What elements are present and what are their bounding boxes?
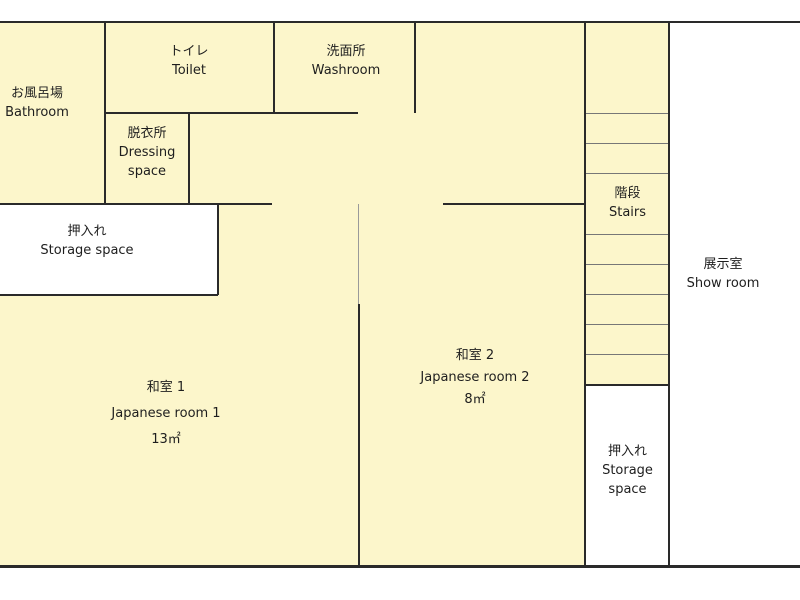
wall-storage-bottom (0, 294, 218, 296)
show-room-en: Show room (686, 276, 760, 291)
japanese-room-2-jp: 和室 2 (455, 348, 495, 363)
bathroom-jp: お風呂場 (10, 86, 63, 101)
dressing-en-2: space (127, 164, 167, 179)
washroom-en: Washroom (311, 63, 381, 78)
wall-toilet-right (273, 22, 275, 113)
toilet-label: トイレ Toilet (138, 42, 240, 80)
japanese-room-1-jp: 和室 1 (146, 380, 186, 395)
japanese-room-1-en: Japanese room 1 (111, 406, 221, 421)
wall-stairs-left (584, 22, 586, 566)
wall-washroom-partition (414, 22, 416, 113)
stair-step (586, 324, 669, 325)
storage-left-jp: 押入れ (67, 224, 107, 239)
stairs-en: Stairs (608, 205, 647, 220)
dressing-label: 脱衣所 Dressing space (106, 124, 188, 181)
wall-stairs-bottom (585, 384, 669, 386)
toilet-jp: トイレ (169, 44, 209, 59)
japanese-room-1-area-lower (0, 295, 359, 566)
wall-dressing-right (188, 113, 190, 204)
wall-corridor-top (105, 112, 358, 114)
storage-right-jp: 押入れ (607, 444, 647, 459)
japanese-room-2-en: Japanese room 2 (420, 370, 530, 385)
stair-step (586, 264, 669, 265)
japanese-room-2-area: 8㎡ (464, 392, 486, 407)
show-room-area (669, 22, 800, 566)
wall-room1-room2-upper (358, 204, 359, 304)
japanese-room-1-area (218, 204, 359, 295)
storage-right-en-1: Storage (602, 463, 653, 478)
toilet-en: Toilet (171, 63, 206, 78)
storage-left-area (0, 204, 218, 295)
stair-step (586, 113, 669, 114)
storage-left-en: Storage space (40, 243, 134, 258)
stair-step (586, 234, 669, 235)
stairs-label: 階段 Stairs (586, 184, 669, 222)
wall-stairs-right (668, 22, 670, 566)
wall-mid-horizontal-right (443, 203, 586, 205)
show-room-jp: 展示室 (703, 257, 743, 272)
show-room-label: 展示室 Show room (680, 255, 766, 293)
toilet-area (105, 22, 274, 113)
dressing-en-1: Dressing (118, 145, 176, 160)
wall-room1-room2 (358, 304, 360, 566)
storage-left-label: 押入れ Storage space (27, 222, 147, 260)
japanese-room-2-area (359, 204, 585, 566)
bathroom-label: お風呂場 Bathroom (0, 84, 74, 122)
stair-step (586, 173, 669, 174)
washroom-jp: 洗面所 (326, 44, 366, 59)
wall-mid-horizontal-left (0, 203, 272, 205)
wall-bottom (0, 565, 800, 568)
stair-step (586, 294, 669, 295)
japanese-room-2-label: 和室 2 Japanese room 2 8㎡ (414, 345, 536, 411)
storage-right-label: 押入れ Storage space (586, 442, 669, 499)
storage-right-en-2: space (608, 482, 647, 497)
bathroom-area (0, 22, 105, 204)
wall-storage-right (217, 204, 219, 295)
wall-top (0, 21, 800, 23)
dressing-jp: 脱衣所 (127, 126, 167, 141)
japanese-room-1-area: 13㎡ (151, 432, 181, 447)
storage-right-area (585, 385, 669, 566)
washroom-label: 洗面所 Washroom (300, 42, 392, 80)
japanese-room-1-label: 和室 1 Japanese room 1 13㎡ (104, 375, 228, 453)
stair-step (586, 354, 669, 355)
stairs-jp: 階段 (614, 186, 641, 201)
stair-step (586, 143, 669, 144)
bathroom-en: Bathroom (5, 105, 69, 120)
